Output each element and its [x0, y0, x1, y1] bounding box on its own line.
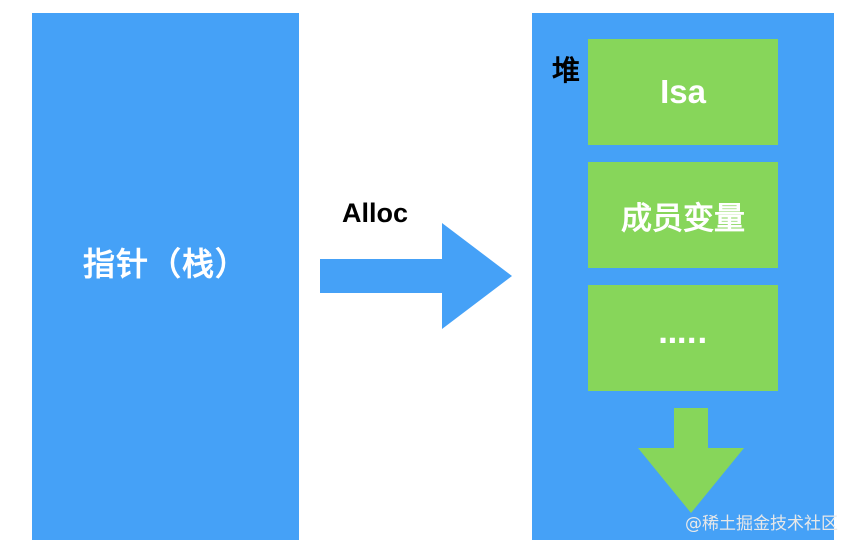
down-arrow-icon: [638, 408, 744, 513]
heap-item-label: Isa: [660, 73, 706, 110]
heap-item-label: 成员变量: [621, 200, 745, 237]
heap-item-more: …..: [588, 285, 778, 391]
heap-label: 堆: [552, 54, 581, 87]
watermark: @稀土掘金技术社区: [685, 514, 838, 534]
right-arrow-icon: [320, 223, 512, 329]
alloc-label: Alloc: [342, 198, 409, 228]
down-arrow-shape: [638, 408, 744, 513]
heap-item-label: …..: [658, 316, 708, 350]
heap-item-isa: Isa: [588, 39, 778, 145]
stack-label: 指针（栈）: [82, 244, 248, 283]
heap-item-member-variables: 成员变量: [588, 162, 778, 268]
stack-box: 指针（栈）: [32, 13, 299, 540]
alloc-arrow-shape: [320, 223, 512, 329]
